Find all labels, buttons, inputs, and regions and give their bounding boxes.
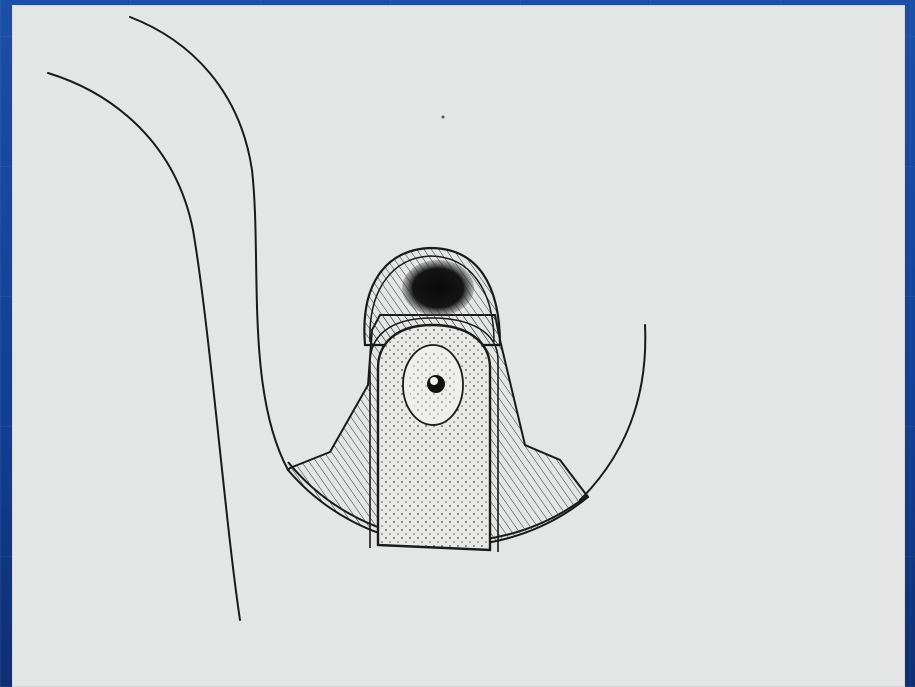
dark-spot xyxy=(402,260,474,316)
speck xyxy=(442,116,445,119)
bowl-rim-line xyxy=(580,325,645,500)
outer-contour-line xyxy=(48,73,240,620)
inner-contour-line xyxy=(130,17,288,470)
